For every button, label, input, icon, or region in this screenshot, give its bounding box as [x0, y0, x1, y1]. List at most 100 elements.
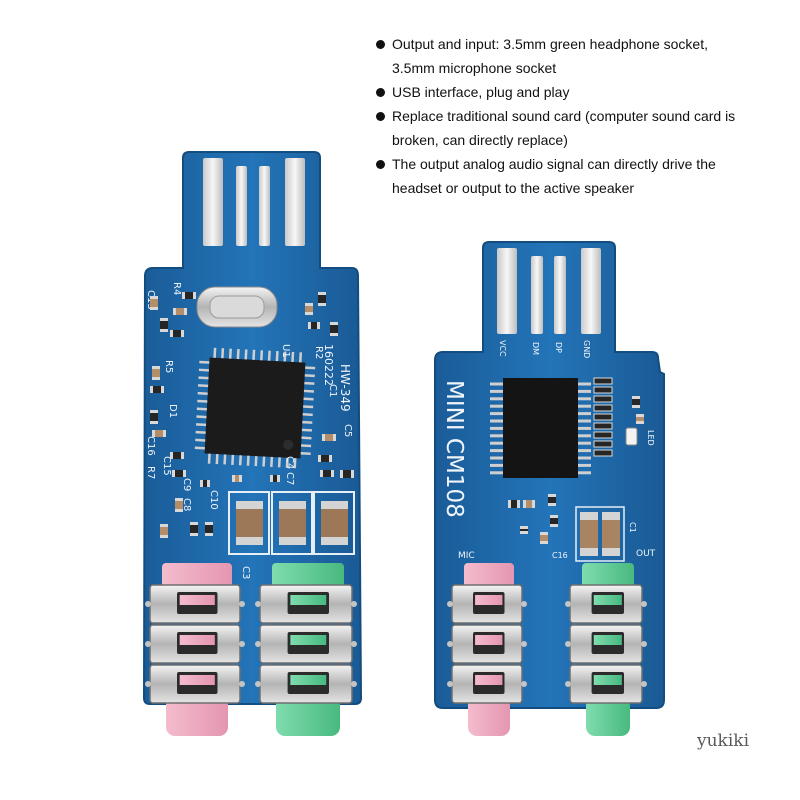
jack-pin: [351, 681, 357, 687]
resistor: [593, 422, 613, 430]
feature-item: USB interface, plug and play: [374, 81, 784, 105]
smd-part: [170, 452, 184, 459]
capacitor-terminal: [580, 548, 598, 556]
smd-body: [152, 366, 160, 380]
jack-pin: [447, 681, 453, 687]
usb-contact: [497, 248, 517, 334]
bullet-dot-icon: [376, 40, 385, 49]
smd-terminal: [160, 329, 168, 332]
chip-pin: [301, 428, 312, 432]
jack-pin: [447, 641, 453, 647]
chip-pin: [199, 360, 210, 364]
chip-pin: [197, 391, 208, 395]
bullet-dot-icon: [376, 160, 385, 169]
smd-part: [632, 396, 640, 408]
smd-part: [172, 470, 186, 477]
capacitor-outline: [575, 506, 625, 562]
jack-pin: [351, 601, 357, 607]
capacitor: [580, 512, 598, 556]
smd-body: [205, 522, 213, 536]
smd-terminal: [152, 377, 160, 380]
resistor: [593, 395, 613, 403]
usb-plug-contacts: [203, 158, 305, 246]
capacitor-terminal: [236, 501, 263, 509]
smd-terminal: [150, 307, 158, 310]
smd-body: [270, 475, 280, 482]
smd-terminal: [152, 430, 155, 437]
smd-terminal: [540, 541, 548, 544]
chip-pin: [293, 458, 297, 469]
smd-part: [520, 526, 528, 534]
smd-body: [330, 322, 338, 336]
resistor: [593, 413, 613, 421]
silk-c8: C8: [181, 498, 192, 511]
smd-part: [160, 524, 168, 538]
chip-pin: [301, 444, 312, 448]
jack-insert: [593, 675, 622, 685]
resistor: [593, 377, 613, 385]
smd-terminal: [150, 421, 158, 424]
usb-plug-contacts: [497, 248, 601, 334]
usb-contact: [531, 256, 543, 334]
board-model-label: HW-349: [338, 364, 352, 412]
jack-pin: [239, 641, 245, 647]
smd-body: [200, 480, 210, 487]
smd-terminal: [150, 296, 158, 299]
jack-insert: [290, 675, 327, 685]
smd-terminal: [270, 475, 273, 482]
chip-pin: [215, 454, 219, 465]
jack-barrel: [586, 696, 630, 736]
smd-terminal: [232, 475, 235, 482]
bullet-dot-icon: [376, 88, 385, 97]
smd-terminal: [239, 475, 242, 482]
smd-part: [175, 498, 183, 512]
smd-terminal: [160, 524, 168, 527]
jack-pin: [145, 681, 151, 687]
smd-part: [232, 475, 242, 482]
smd-part: [173, 308, 187, 315]
smd-body: [170, 330, 184, 337]
smd-body: [632, 396, 640, 408]
jack-pin: [239, 601, 245, 607]
silk-r5: R5: [163, 360, 174, 373]
smd-terminal: [193, 292, 196, 299]
silk-led: LED: [646, 430, 655, 446]
chip-pin: [195, 430, 206, 434]
usb-contact: [285, 158, 305, 246]
feature-text: USB interface, plug and play: [392, 84, 570, 100]
jack-insert: [290, 635, 327, 645]
smd-terminal: [318, 303, 326, 306]
jack-barrel: [468, 696, 510, 736]
smd-terminal: [550, 524, 558, 527]
chip-pin: [195, 423, 207, 427]
smd-body: [305, 303, 313, 315]
smd-terminal: [333, 434, 336, 441]
smd-part: [152, 430, 166, 437]
left-headphone-jack: [255, 563, 357, 736]
smd-body: [152, 430, 166, 437]
smd-part: [170, 330, 184, 337]
capacitor-terminal: [236, 537, 263, 545]
jack-insert: [290, 595, 327, 605]
smd-body: [308, 322, 320, 329]
smd-terminal: [161, 386, 164, 393]
smd-part: [330, 322, 338, 336]
smd-part: [550, 515, 558, 527]
smd-terminal: [329, 455, 332, 462]
crystal-top: [209, 295, 265, 319]
capacitor-outline: [313, 491, 355, 555]
feature-text: Output and input: 3.5mm green headphone …: [392, 36, 708, 52]
feature-item: The output analog audio signal can direc…: [374, 153, 784, 201]
smd-terminal: [190, 533, 198, 536]
right-capacitors: [575, 506, 625, 562]
capacitor: [236, 501, 263, 545]
jack-pin: [255, 601, 261, 607]
smd-part: [548, 494, 556, 506]
smd-terminal: [150, 410, 158, 413]
smd-part: [636, 414, 644, 424]
feature-item: Replace traditional sound card (computer…: [374, 105, 784, 153]
crystal-oscillator: [196, 286, 278, 328]
feature-list: Output and input: 3.5mm green headphone …: [374, 33, 784, 201]
smd-terminal: [207, 480, 210, 487]
